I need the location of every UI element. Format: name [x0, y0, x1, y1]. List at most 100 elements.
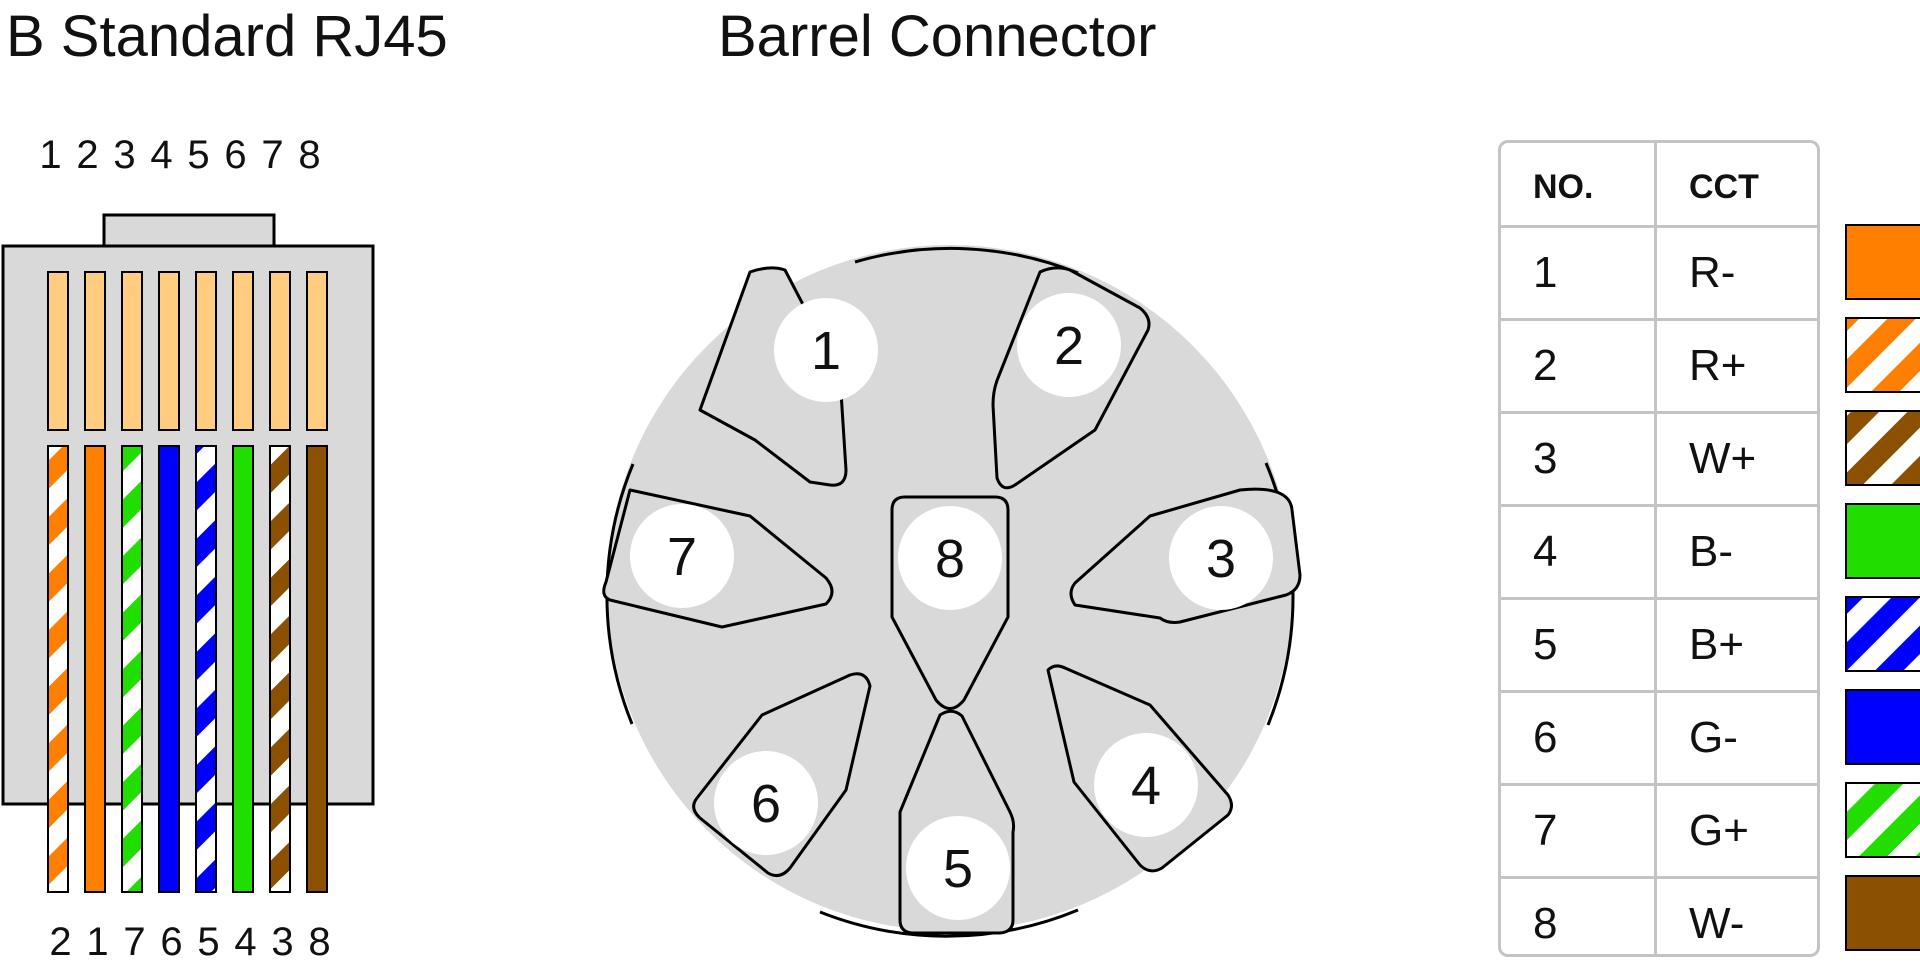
rj45-wire — [195, 445, 217, 893]
bottom-pin-number: 8 — [308, 920, 331, 964]
barrel-pin-label: 5 — [943, 839, 973, 899]
barrel-pin: 3 — [1069, 487, 1302, 624]
rj45-wire — [47, 445, 69, 893]
rj45-contact — [158, 271, 180, 431]
circuit-cell: R+ — [1654, 318, 1817, 414]
rj45-contact — [232, 271, 254, 431]
rj45-contact — [121, 271, 143, 431]
barrel-pin-label: 7 — [667, 527, 697, 587]
barrel-pin: 7 — [602, 488, 834, 629]
circuit-cell: R- — [1654, 225, 1817, 321]
rj45-clip — [102, 213, 276, 249]
barrel-pin-label-bg — [630, 504, 734, 608]
rj45-contact — [84, 271, 106, 431]
bottom-pin-number: 5 — [197, 920, 220, 964]
color-swatch — [1845, 503, 1920, 579]
bottom-pin-number: 4 — [234, 920, 257, 964]
bottom-pin-number: 3 — [271, 920, 294, 964]
barrel-pin: 2 — [991, 266, 1151, 490]
rj45-contact — [269, 271, 291, 431]
color-swatch — [1845, 782, 1920, 858]
rj45-plug — [1, 213, 375, 893]
color-swatch — [1845, 317, 1920, 393]
top-pin-number: 2 — [76, 133, 99, 177]
rj45-contacts — [47, 271, 328, 431]
barrel-pin: 1 — [698, 266, 878, 487]
header-no: NO. — [1501, 143, 1657, 228]
color-swatch — [1845, 689, 1920, 765]
top-pin-number: 1 — [39, 133, 62, 177]
color-swatch — [1845, 596, 1920, 672]
rj45-wire — [232, 445, 254, 893]
pin-number-cell: 1 — [1501, 225, 1657, 321]
barrel-pin-label-bg — [1017, 293, 1121, 397]
rj45-wire — [306, 445, 328, 893]
barrel-pin: 8 — [890, 495, 1010, 710]
barrel-pin: 4 — [1046, 664, 1233, 873]
top-pin-number: 4 — [150, 133, 173, 177]
rj45-contact — [306, 271, 328, 431]
barrel-pin-label: 3 — [1206, 529, 1236, 589]
color-swatch — [1845, 875, 1920, 951]
circuit-cell: G+ — [1654, 783, 1817, 879]
barrel-connector: 1 2 3 4 5 6 7 8 — [602, 245, 1302, 938]
barrel-pins: 1 2 3 4 5 6 7 8 — [602, 266, 1302, 935]
bottom-pin-number: 6 — [160, 920, 183, 964]
circuit-cell: W- — [1654, 876, 1817, 954]
pin-number-cell: 6 — [1501, 690, 1657, 786]
barrel-pin-label: 4 — [1131, 756, 1161, 816]
color-swatch — [1845, 410, 1920, 486]
barrel-pin-label-bg — [906, 816, 1010, 920]
pin-number-cell: 3 — [1501, 411, 1657, 507]
barrel-pin-label: 6 — [751, 774, 781, 834]
circuit-cell: W+ — [1654, 411, 1817, 507]
barrel-pin-label-bg — [898, 506, 1002, 610]
top-pin-number: 7 — [261, 133, 284, 177]
barrel-pin-label: 2 — [1054, 316, 1084, 376]
rj45-contact — [47, 271, 69, 431]
barrel-pin-label-bg — [1169, 506, 1273, 610]
rj45-contact — [195, 271, 217, 431]
circuit-cell: B+ — [1654, 597, 1817, 693]
barrel-pin-label: 1 — [811, 321, 841, 381]
circuit-cell: B- — [1654, 504, 1817, 600]
top-pin-number: 8 — [298, 133, 321, 177]
rj45-wire — [269, 445, 291, 893]
circuit-cell: G- — [1654, 690, 1817, 786]
barrel-pin: 6 — [692, 672, 872, 878]
top-pin-number: 6 — [224, 133, 247, 177]
barrel-pin-label: 8 — [935, 529, 965, 589]
pin-number-cell: 2 — [1501, 318, 1657, 414]
header-cct: CCT — [1654, 143, 1817, 228]
rj45-wire — [84, 445, 106, 893]
rj45-title: B Standard RJ45 — [6, 4, 448, 69]
barrel-connector-title: Barrel Connector — [718, 4, 1157, 69]
bottom-pin-number: 1 — [86, 920, 109, 964]
top-pin-number: 5 — [187, 133, 210, 177]
barrel-pin-label-bg — [714, 751, 818, 855]
rj45-wire — [158, 445, 180, 893]
rj45-wires — [47, 445, 328, 893]
barrel-pin-label-bg — [774, 298, 878, 402]
top-pin-number: 3 — [113, 133, 136, 177]
pin-number-cell: 8 — [1501, 876, 1657, 954]
barrel-pin-label-bg — [1094, 733, 1198, 837]
table-header-row: NO. CCT — [1501, 143, 1817, 228]
pin-number-cell: 4 — [1501, 504, 1657, 600]
bottom-pin-number: 2 — [49, 920, 72, 964]
pin-number-cell: 5 — [1501, 597, 1657, 693]
